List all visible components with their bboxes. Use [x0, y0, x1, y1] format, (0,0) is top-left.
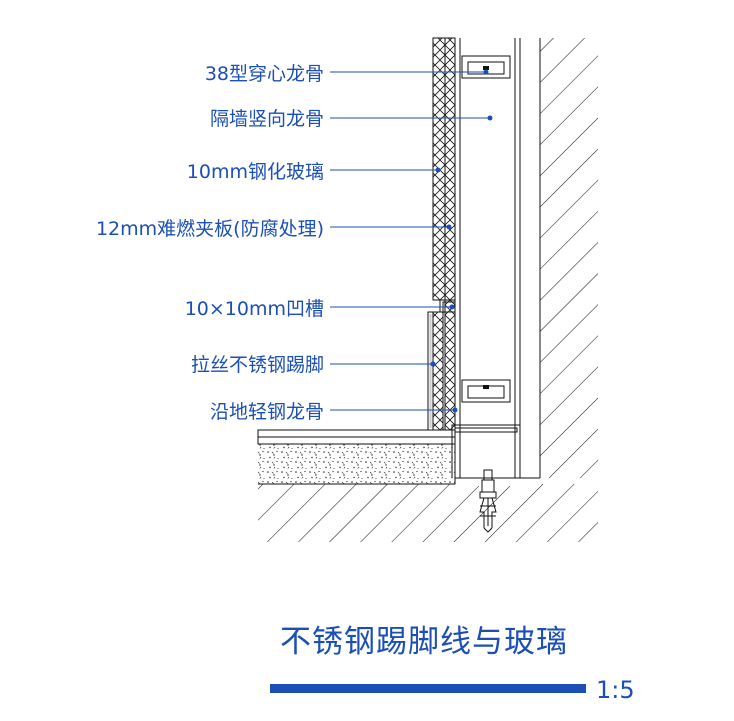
keel-38-lower — [461, 379, 511, 403]
label-tempered-glass: 10mm钢化玻璃 — [187, 161, 324, 183]
partition-stud — [454, 38, 521, 478]
label-keel-38: 38型穿心龙骨 — [205, 63, 324, 85]
floor-finish — [257, 429, 456, 445]
structural-wall — [539, 38, 598, 478]
groove-notch — [439, 299, 456, 313]
anchor-bolt — [479, 469, 497, 533]
label-steel-skirting: 拉丝不锈钢踢脚 — [191, 354, 324, 376]
plywood-board — [432, 37, 446, 431]
drawing-title: 不锈钢踢脚线与玻璃 — [280, 624, 568, 660]
floor-slab — [258, 477, 598, 542]
label-vertical-stud: 隔墙竖向龙骨 — [210, 108, 324, 130]
skirting-plate — [427, 311, 434, 430]
floor-screed — [258, 443, 455, 484]
label-groove: 10×10mm凹槽 — [185, 298, 324, 320]
drawing-scale: 1:5 — [596, 676, 635, 704]
leader-lines — [330, 69, 493, 413]
label-floor-keel: 沿地轻钢龙骨 — [210, 401, 324, 423]
keel-38-section — [461, 55, 511, 79]
glass-panel — [444, 37, 456, 431]
label-fireproof-board: 12mm难燃夹板(防腐处理) — [96, 218, 324, 240]
title-underline — [270, 684, 586, 693]
